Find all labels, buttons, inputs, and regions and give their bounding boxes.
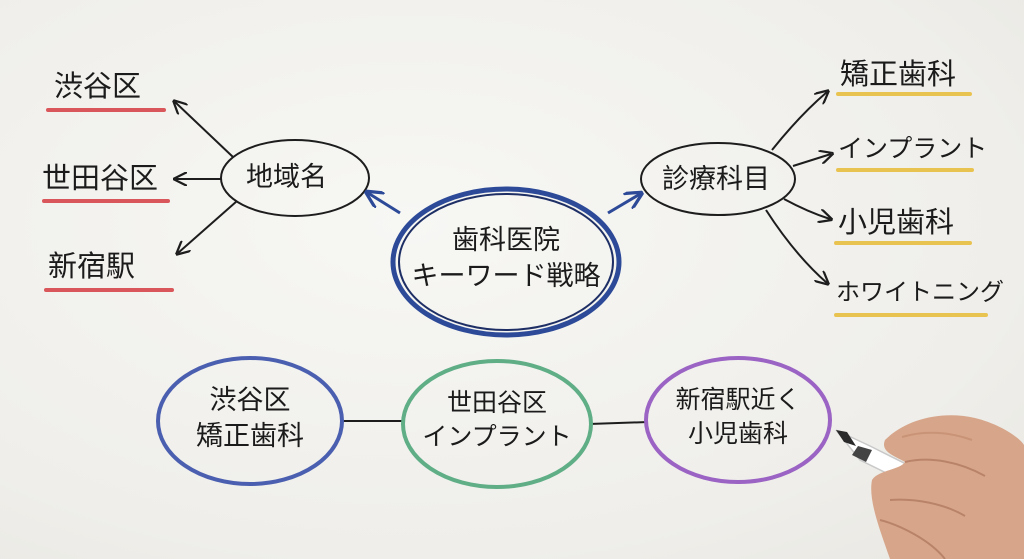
combo-text-2: 世田谷区 インプラント bbox=[412, 386, 582, 454]
center-title: 歯科医院 キーワード戦略 bbox=[411, 223, 601, 296]
treatment-underline-2 bbox=[836, 168, 974, 172]
center-title-line1: 歯科医院 bbox=[452, 225, 560, 256]
region-label-2: 世田谷区 bbox=[42, 161, 159, 195]
center-title-line2: キーワード戦略 bbox=[411, 261, 601, 293]
combo-text-1: 渋谷区 矯正歯科 bbox=[170, 383, 330, 456]
combo-2-line2: インプラント bbox=[422, 421, 572, 451]
region-underline-2 bbox=[42, 199, 170, 203]
center-ellipse bbox=[390, 186, 622, 338]
treatment-label-1: 矯正歯科 bbox=[840, 57, 957, 91]
right-hub-ellipse bbox=[640, 142, 796, 216]
region-underline-3 bbox=[44, 288, 174, 292]
connector-combo-2-3 bbox=[588, 421, 649, 425]
treatment-underline-1 bbox=[836, 92, 972, 96]
region-label-3: 新宿駅 bbox=[48, 249, 136, 283]
combo-text-3: 新宿駅近く 小児歯科 bbox=[656, 383, 820, 451]
hand-with-marker-illustration bbox=[835, 415, 1024, 559]
combo-1-line1: 渋谷区 bbox=[209, 385, 291, 416]
treatment-label-2: インプラント bbox=[838, 134, 988, 163]
combo-bubble-1 bbox=[156, 356, 344, 486]
treatment-label-3: 小児歯科 bbox=[838, 205, 955, 239]
arrow-center-to-left-hub bbox=[368, 193, 401, 215]
treatment-label-4: ホワイトニング bbox=[836, 278, 1004, 306]
arrow-to-treatment-1 bbox=[771, 92, 827, 151]
arrow-center-to-right-hub bbox=[607, 194, 640, 215]
combo-3-line1: 新宿駅近く bbox=[675, 385, 801, 414]
region-underline-1 bbox=[46, 108, 166, 112]
treatment-underline-3 bbox=[834, 241, 972, 245]
treatment-underline-4 bbox=[834, 313, 988, 317]
combo-1-line2: 矯正歯科 bbox=[196, 421, 304, 453]
arrow-to-region-3 bbox=[178, 200, 238, 253]
region-label-1: 渋谷区 bbox=[54, 69, 142, 103]
arrow-to-treatment-4 bbox=[765, 209, 827, 283]
right-hub-label: 診療科目 bbox=[662, 164, 770, 195]
combo-3-line2: 小児歯科 bbox=[687, 418, 788, 448]
combo-bubble-2 bbox=[401, 359, 593, 489]
combo-bubble-3 bbox=[644, 356, 832, 484]
left-hub-label: 地域名 bbox=[246, 162, 327, 193]
arrow-to-treatment-3 bbox=[783, 198, 830, 219]
arrow-to-treatment-2 bbox=[792, 154, 831, 167]
arrow-to-region-1 bbox=[175, 102, 234, 158]
combo-2-line1: 世田谷区 bbox=[446, 388, 547, 417]
